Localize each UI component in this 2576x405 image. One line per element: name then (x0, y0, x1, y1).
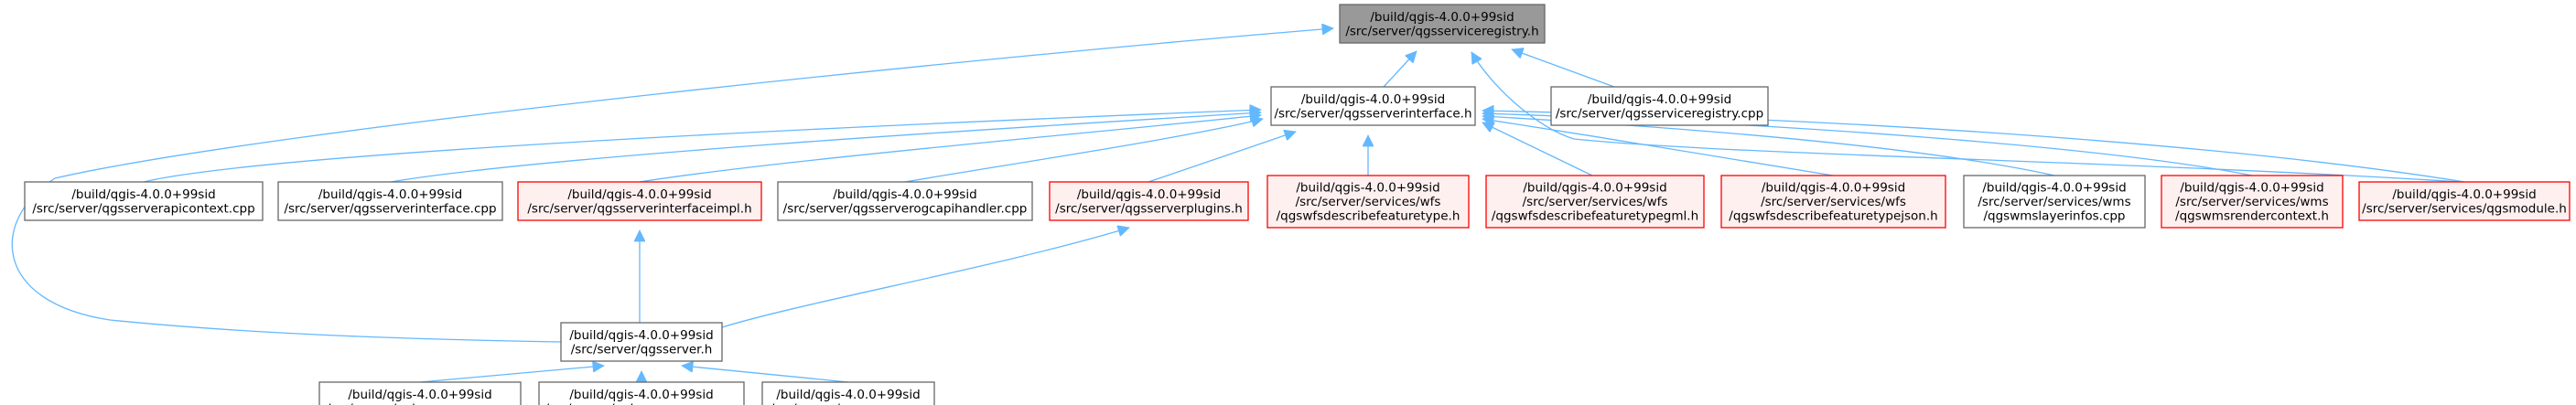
edge-qgsserviceregistry_cpp-to-qgsserviceregistry_h (1512, 49, 1615, 88)
node-label-line: /build/qgis-4.0.0+99sid (776, 388, 920, 402)
node-label-line: /qgswfsdescribefeaturetypejson.h (1729, 209, 1937, 224)
node-box (2161, 175, 2344, 229)
node-label-line: /build/qgis-4.0.0+99sid (1523, 181, 1666, 196)
node-box (277, 181, 503, 221)
node-qgis-map-serv-cpp[interactable]: /build/qgis-4.0.0+99sid/src/server/qgis_… (318, 381, 522, 405)
node-qgsserviceregistry-h[interactable]: /build/qgis-4.0.0+99sid/src/server/qgsse… (1339, 4, 1546, 44)
node-qgswfsdescribefeaturetypejson-h[interactable]: /build/qgis-4.0.0+99sid/src/server/servi… (1720, 175, 1946, 229)
node-label-line: /build/qgis-4.0.0+99sid (1588, 92, 1731, 107)
node-qgswmsrendercontext-h[interactable]: /build/qgis-4.0.0+99sid/src/server/servi… (2161, 175, 2344, 229)
node-box (318, 381, 522, 405)
node-qgsserverinterface-cpp[interactable]: /build/qgis-4.0.0+99sid/src/server/qgsse… (277, 181, 503, 221)
node-label-line: /src/server/services/wfs (1761, 195, 1906, 209)
edge-qgsserver_h-to-qgsserverplugins_h (721, 228, 1129, 328)
edge-qgsserverinterface_h-to-qgsserviceregistry_h (1383, 51, 1417, 88)
node-label-line: /build/qgis-4.0.0+99sid (569, 388, 713, 402)
node-label-line: /build/qgis-4.0.0+99sid (2180, 181, 2323, 196)
node-label-line: /qgswmsrendercontext.h (2175, 209, 2329, 224)
node-qgswfsdescribefeaturetype-h[interactable]: /build/qgis-4.0.0+99sid/src/server/servi… (1266, 175, 1470, 229)
edge-qgsserver_cpp-to-qgsserver_h (682, 366, 849, 383)
node-label-line: /src/server/services/wms (1978, 195, 2130, 209)
node-label-line: /src/server/qgsserver.h (571, 342, 713, 357)
node-box (538, 381, 745, 405)
node-label-line: /qgswfsdescribefeaturetype.h (1277, 209, 1460, 224)
node-box (1720, 175, 1946, 229)
node-box (560, 322, 723, 362)
node-label-line: /src/server/qgsserverogcapihandler.cpp (783, 201, 1028, 216)
node-qgswmslayerinfos-cpp[interactable]: /build/qgis-4.0.0+99sid/src/server/servi… (1963, 175, 2146, 229)
node-label-line: /src/server/qgis_map_serv.cpp (327, 401, 513, 405)
node-label-line: /src/server/qgsserver.cpp (771, 401, 927, 405)
edge-qgsmodule_h-to-qgsserviceregistry_h (1471, 52, 2463, 183)
node-box (2358, 181, 2571, 221)
node-label-line: /build/qgis-4.0.0+99sid (318, 187, 462, 202)
edges-layer (11, 28, 2465, 383)
node-label-line: /build/qgis-4.0.0+99sid (833, 187, 976, 202)
node-box (1270, 86, 1476, 126)
node-label-line: /src/server/services/wfs (1523, 195, 1668, 209)
node-label-line: /build/qgis-4.0.0+99sid (71, 187, 215, 202)
node-label-line: /build/qgis-4.0.0+99sid (348, 388, 491, 402)
node-box (24, 181, 264, 221)
node-label-line: /qgswmslayerinfos.cpp (1983, 209, 2125, 224)
node-box (777, 181, 1033, 221)
node-qgsserver-h[interactable]: /build/qgis-4.0.0+99sid/src/server/qgsse… (560, 322, 723, 362)
node-label-line: /qgswfsdescribefeaturetypegml.h (1492, 209, 1698, 224)
node-label-line: /src/server/qgsserverapicontext.cpp (32, 201, 254, 216)
node-label-line: /build/qgis-4.0.0+99sid (2392, 187, 2536, 202)
node-qgsserver-cpp[interactable]: /build/qgis-4.0.0+99sid/src/server/qgsse… (761, 381, 935, 405)
node-label-line: /build/qgis-4.0.0+99sid (1762, 181, 1905, 196)
node-box (1963, 175, 2146, 229)
node-label-line: /src/server/services/wms (2175, 195, 2328, 209)
edge-qgis_map_serv_cpp-to-qgsserver_h (419, 366, 604, 383)
node-qgsserverapicontext-cpp[interactable]: /build/qgis-4.0.0+99sid/src/server/qgsse… (24, 181, 264, 221)
node-qgsserverogcapihandler-cpp[interactable]: /build/qgis-4.0.0+99sid/src/server/qgsse… (777, 181, 1033, 221)
node-box (1485, 175, 1705, 229)
node-qgsserviceregistry-cpp[interactable]: /build/qgis-4.0.0+99sid/src/server/qgsse… (1550, 86, 1769, 126)
node-label-line: /build/qgis-4.0.0+99sid (567, 187, 711, 202)
edge-qgsserverinterfaceimpl_h-to-qgsserverinterface_h (639, 115, 1261, 183)
nodes-layer: /build/qgis-4.0.0+99sid/src/server/qgsse… (24, 4, 2571, 405)
node-label-line: /src/server/qgsserviceregistry.h (1345, 24, 1538, 38)
node-label-line: /build/qgis-4.0.0+99sid (1301, 92, 1445, 107)
node-label-line: /src/server/qgis_mapserver.cpp (544, 401, 738, 405)
node-box (1339, 4, 1546, 44)
node-box (1049, 181, 1249, 221)
node-box (1266, 175, 1470, 229)
node-qgsmodule-h[interactable]: /build/qgis-4.0.0+99sid/src/server/servi… (2358, 181, 2571, 221)
node-box (1550, 86, 1769, 126)
node-box (761, 381, 935, 405)
node-label-line: /src/server/qgsserverplugins.h (1055, 201, 1243, 216)
node-box (517, 181, 762, 221)
node-qgsserverinterface-h[interactable]: /build/qgis-4.0.0+99sid/src/server/qgsse… (1270, 86, 1476, 126)
node-label-line: /src/server/qgsserverinterface.h (1274, 106, 1471, 121)
node-label-line: /build/qgis-4.0.0+99sid (569, 328, 713, 343)
node-qgswfsdescribefeaturetypegml-h[interactable]: /build/qgis-4.0.0+99sid/src/server/servi… (1485, 175, 1705, 229)
node-label-line: /build/qgis-4.0.0+99sid (1370, 10, 1514, 25)
edge-qgswfsdescribefeaturetypejson_h-to-qgsserverinterface_h (1482, 119, 1834, 176)
node-label-line: /src/server/services/wfs (1296, 195, 1441, 209)
edge-qgsserverinterface_cpp-to-qgsserverinterface_h (390, 112, 1261, 183)
node-qgis-mapserver-cpp[interactable]: /build/qgis-4.0.0+99sid/src/server/qgis_… (538, 381, 745, 405)
node-label-line: /build/qgis-4.0.0+99sid (1982, 181, 2126, 196)
node-label-line: /src/server/qgsserviceregistry.cpp (1556, 106, 1763, 121)
edge-qgsserverplugins_h-to-qgsserverinterface_h (1148, 132, 1296, 183)
node-qgsserverinterfaceimpl-h[interactable]: /build/qgis-4.0.0+99sid/src/server/qgsse… (517, 181, 762, 221)
node-label-line: /src/server/qgsserverinterface.cpp (284, 201, 496, 216)
node-label-line: /src/server/qgsserverinterfaceimpl.h (527, 201, 751, 216)
node-label-line: /src/server/services/qgsmodule.h (2362, 201, 2567, 216)
node-qgsserverplugins-h[interactable]: /build/qgis-4.0.0+99sid/src/server/qgsse… (1049, 181, 1249, 221)
node-label-line: /build/qgis-4.0.0+99sid (1296, 181, 1439, 196)
edge-qgsserverogcapihandler_cpp-to-qgsserverinterface_h (904, 119, 1263, 183)
node-label-line: /build/qgis-4.0.0+99sid (1077, 187, 1221, 202)
edge-qgswfsdescribefeaturetypegml_h-to-qgsserverinterface_h (1482, 123, 1593, 176)
edge-qgsserverapicontext_cpp-to-qgsserverinterface_h (143, 110, 1261, 183)
